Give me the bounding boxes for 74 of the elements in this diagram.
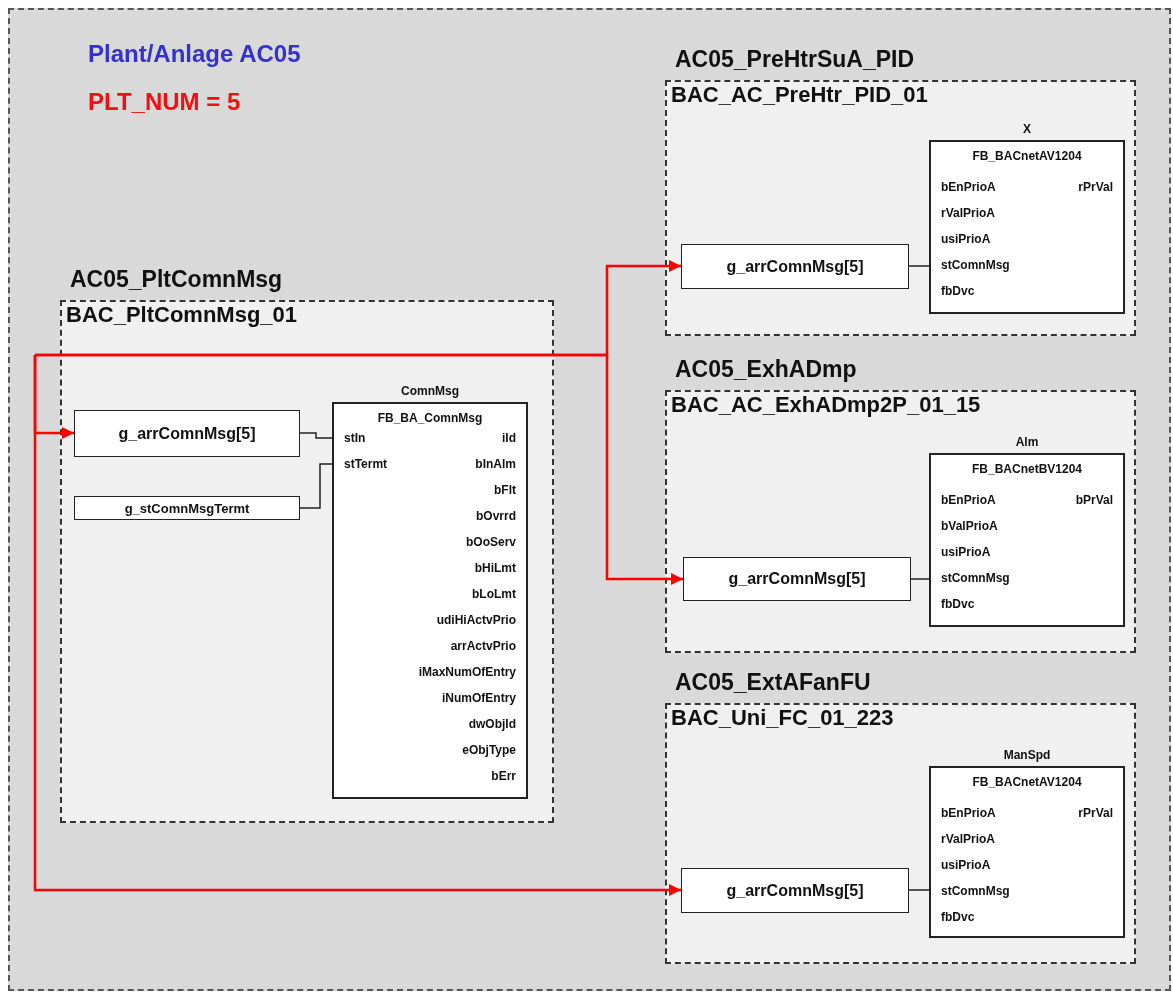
function-block <box>929 766 1125 938</box>
variable-box <box>74 496 300 520</box>
block-type: FB_BACnetAV1204 <box>972 774 1082 790</box>
pin-label: iNumOfEntry <box>442 690 516 706</box>
pin-label: stIn <box>344 430 366 446</box>
connector-line <box>910 578 930 580</box>
variable-name: g_arrComnMsg[5] <box>726 257 864 276</box>
pin-label: fbDvc <box>941 909 975 925</box>
instance-name: X <box>1023 121 1031 137</box>
pin-label: fbDvc <box>941 596 975 612</box>
variable-box <box>681 244 909 289</box>
instance-name: ManSpd <box>1003 747 1051 763</box>
pin-label: usiPrioA <box>941 231 991 247</box>
pin-label: rValPrioA <box>941 205 996 221</box>
variable-box <box>681 868 909 913</box>
pin-label: stTermt <box>344 456 388 472</box>
pin-label: usiPrioA <box>941 857 991 873</box>
pin-label: stComnMsg <box>941 257 1010 273</box>
pin-label: stComnMsg <box>941 883 1010 899</box>
variable-box <box>683 557 911 601</box>
plant-number: PLT_NUM = 5 <box>88 88 241 116</box>
signal-arrow <box>35 353 683 585</box>
pin-label: rPrVal <box>1078 179 1113 195</box>
variable-name: g_stComnMsgTermt <box>124 500 250 516</box>
pin-label: bPrVal <box>1075 492 1113 508</box>
pin-label: bLoLmt <box>472 586 516 602</box>
variable-box <box>74 410 300 457</box>
pin-label: bValPrioA <box>941 518 998 534</box>
pin-label: rPrVal <box>1078 805 1113 821</box>
instance-heading: BAC_AC_ExhADmp2P_01_15 <box>671 392 981 418</box>
connector-line <box>299 463 333 509</box>
variable-name: g_arrComnMsg[5] <box>118 424 256 443</box>
pin-label: bOoServ <box>466 534 516 550</box>
signal-arrow <box>33 353 681 896</box>
instance-heading: BAC_Uni_FC_01_223 <box>671 705 894 731</box>
program-heading: AC05_PltComnMsg <box>70 266 283 293</box>
instance-heading: BAC_PltComnMsg_01 <box>66 302 298 328</box>
connector-line <box>908 265 930 267</box>
pin-label: bErr <box>491 768 516 784</box>
instance-name: ComnMsg <box>401 383 459 399</box>
instance-heading: BAC_AC_PreHtr_PID_01 <box>671 82 928 108</box>
pin-label: eObjType <box>462 742 516 758</box>
block-type: FB_BACnetAV1204 <box>972 148 1082 164</box>
pin-label: bOvrrd <box>476 508 516 524</box>
pin-label: stComnMsg <box>941 570 1010 586</box>
pin-label: bFlt <box>494 482 516 498</box>
function-block <box>929 453 1125 627</box>
block-type: FB_BA_ComnMsg <box>377 410 483 426</box>
connector-line <box>908 889 930 891</box>
pin-label: fbDvc <box>941 283 975 299</box>
pin-label: bEnPrioA <box>941 492 996 508</box>
variable-name: g_arrComnMsg[5] <box>728 570 866 588</box>
pin-label: bEnPrioA <box>941 179 996 195</box>
function-block <box>332 402 528 799</box>
pin-label: bEnPrioA <box>941 805 996 821</box>
pin-label: bHiLmt <box>474 560 516 576</box>
function-block <box>929 140 1125 314</box>
program-heading: AC05_ExhADmp <box>675 356 857 383</box>
variable-name: g_arrComnMsg[5] <box>726 881 864 900</box>
pin-label: rValPrioA <box>941 831 996 847</box>
pin-label: bInAlm <box>475 456 516 472</box>
pin-label: arrActvPrio <box>450 638 516 654</box>
connector-line <box>299 432 333 439</box>
instance-name: Alm <box>1015 434 1039 450</box>
pin-label: udiHiActvPrio <box>436 612 516 628</box>
pin-label: usiPrioA <box>941 544 991 560</box>
pin-label: dwObjId <box>468 716 516 732</box>
plant-title: Plant/Anlage AC05 <box>88 40 301 68</box>
program-heading: AC05_PreHtrSuA_PID <box>675 46 915 73</box>
program-heading: AC05_ExtAFanFU <box>675 669 871 696</box>
block-type: FB_BACnetBV1204 <box>971 461 1082 477</box>
pin-label: iMaxNumOfEntry <box>418 664 516 680</box>
pin-label: iId <box>502 430 516 446</box>
plant-area <box>8 8 1171 991</box>
